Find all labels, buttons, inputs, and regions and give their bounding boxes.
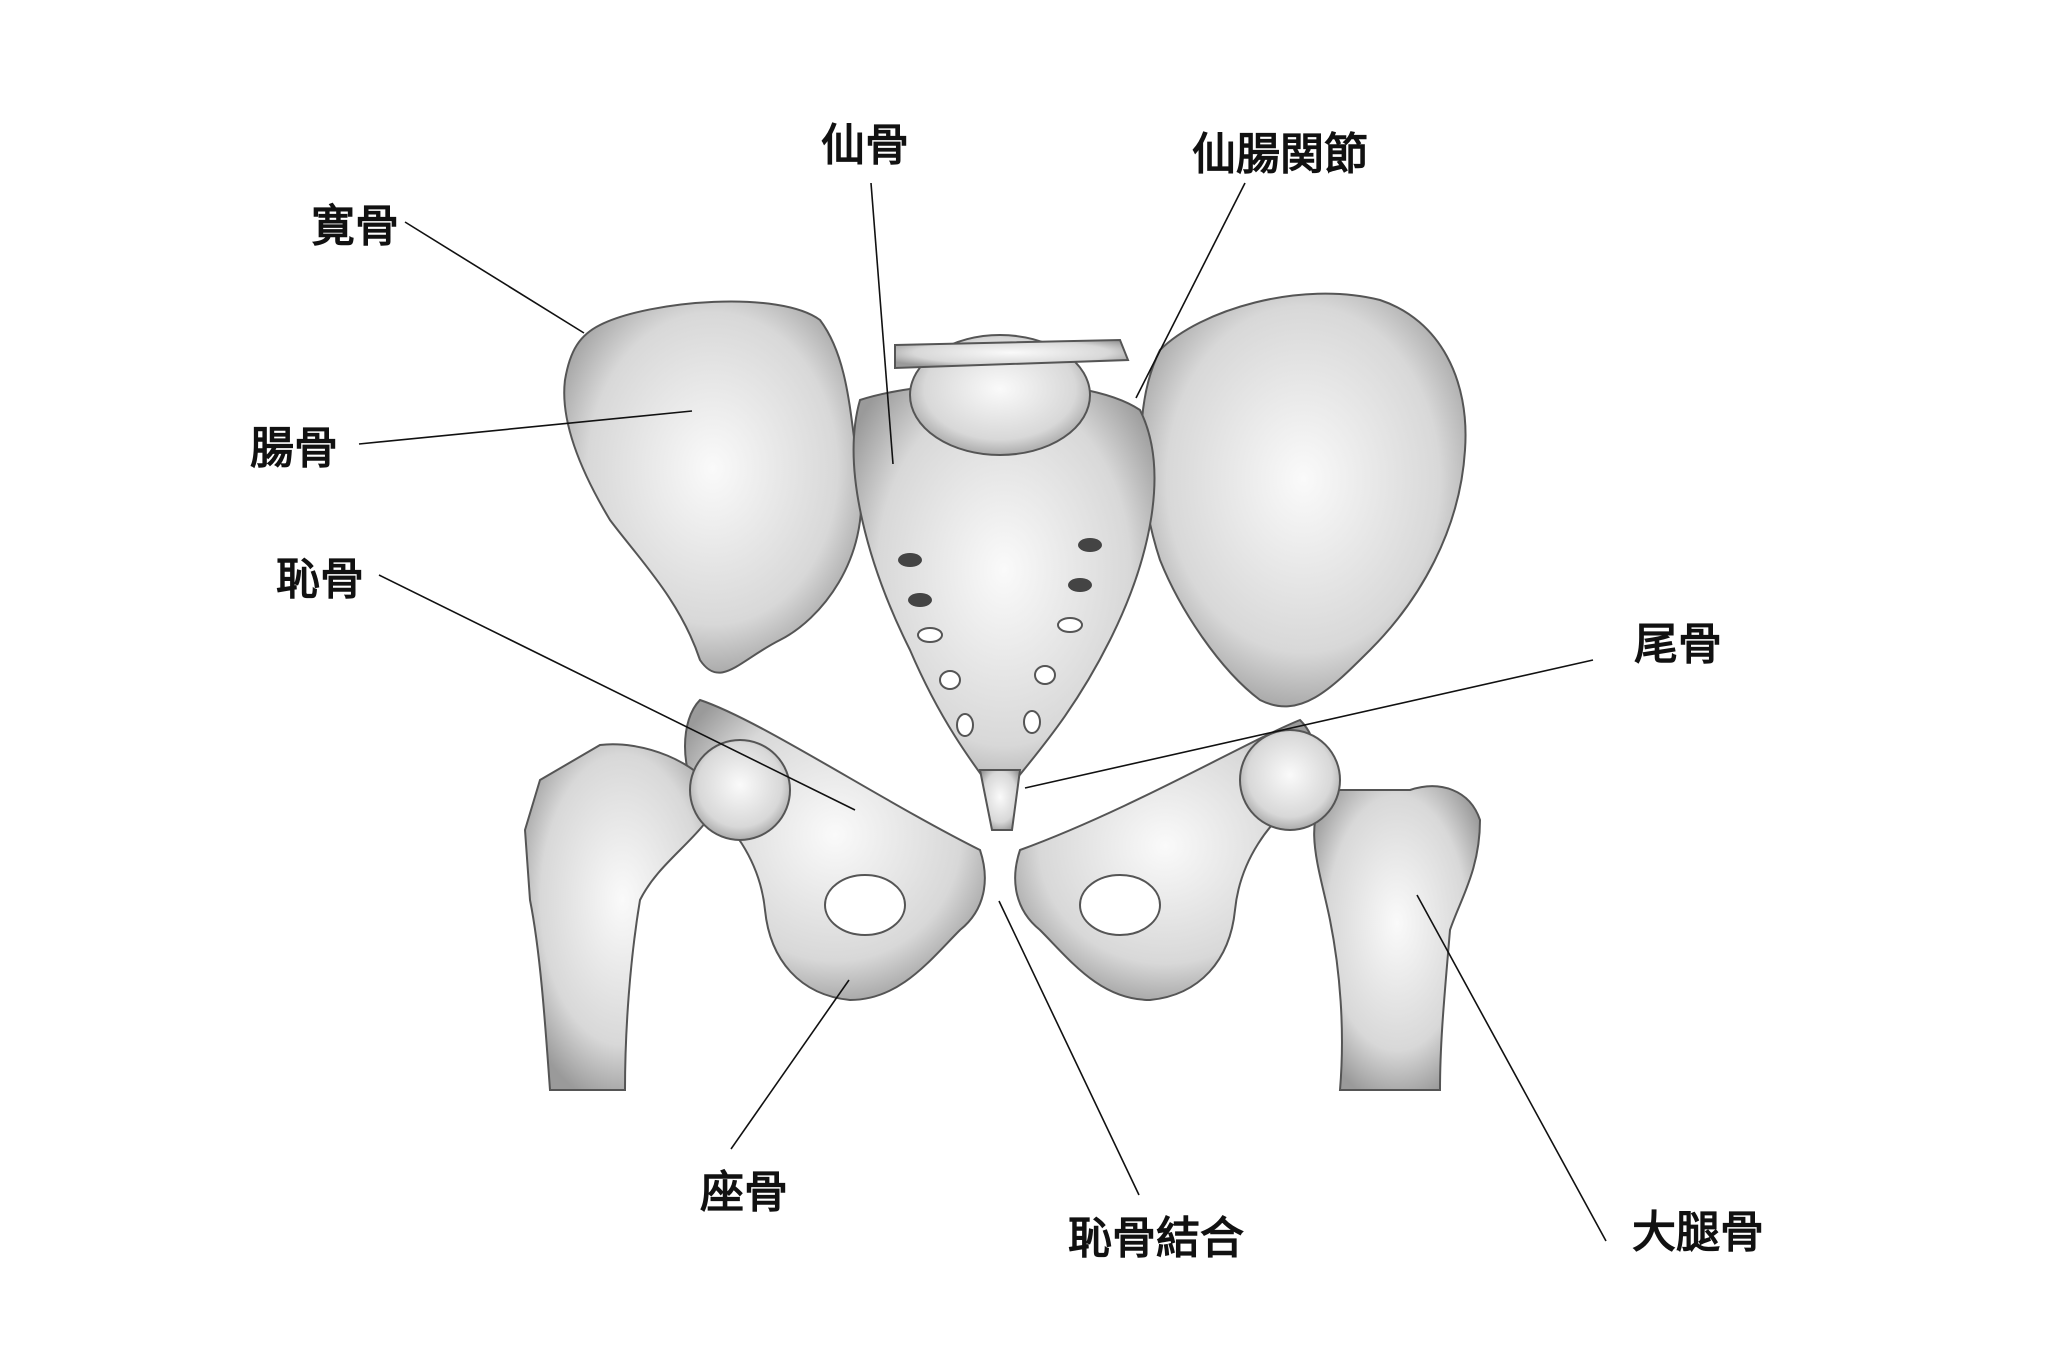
label-hip-bone: 寛骨 [311,201,399,252]
vertebra-processes [894,338,1130,370]
label-sacroiliac-joint: 仙腸関節 [1192,129,1368,180]
coccyx-shape [978,769,1022,831]
leader-kankotsu [404,221,585,334]
left-ilium [563,300,863,674]
label-femur: 大腿骨 [1632,1207,1764,1258]
leader-chokotsu [358,410,693,445]
leader-senchokansetsu [1135,182,1246,399]
left-femur [523,743,722,1091]
label-pubic-symphysis: 恥骨結合 [1068,1213,1244,1264]
leader-senkotsu [870,182,894,465]
right-femoral-head [1239,729,1341,831]
leader-bikotsu [1024,659,1594,789]
right-ilium [1140,292,1467,708]
sacral-foramina [898,538,1102,737]
leader-chikotsu [378,574,856,811]
label-sacrum: 仙骨 [821,120,909,171]
label-pubis: 恥骨 [276,554,364,605]
right-femur [1313,785,1482,1091]
leader-chikotsu-ketsugo [998,900,1140,1196]
left-femoral-head [689,739,791,841]
left-obturator-foramen [824,874,906,936]
label-coccyx: 尾骨 [1634,619,1722,670]
leader-zakotsu [730,979,850,1150]
leader-daitaikotsu [1416,894,1607,1242]
right-obturator-foramen [1079,874,1161,936]
label-ilium: 腸骨 [250,423,338,474]
label-ischium: 座骨 [700,1167,788,1218]
leader-lines [358,182,1607,1242]
